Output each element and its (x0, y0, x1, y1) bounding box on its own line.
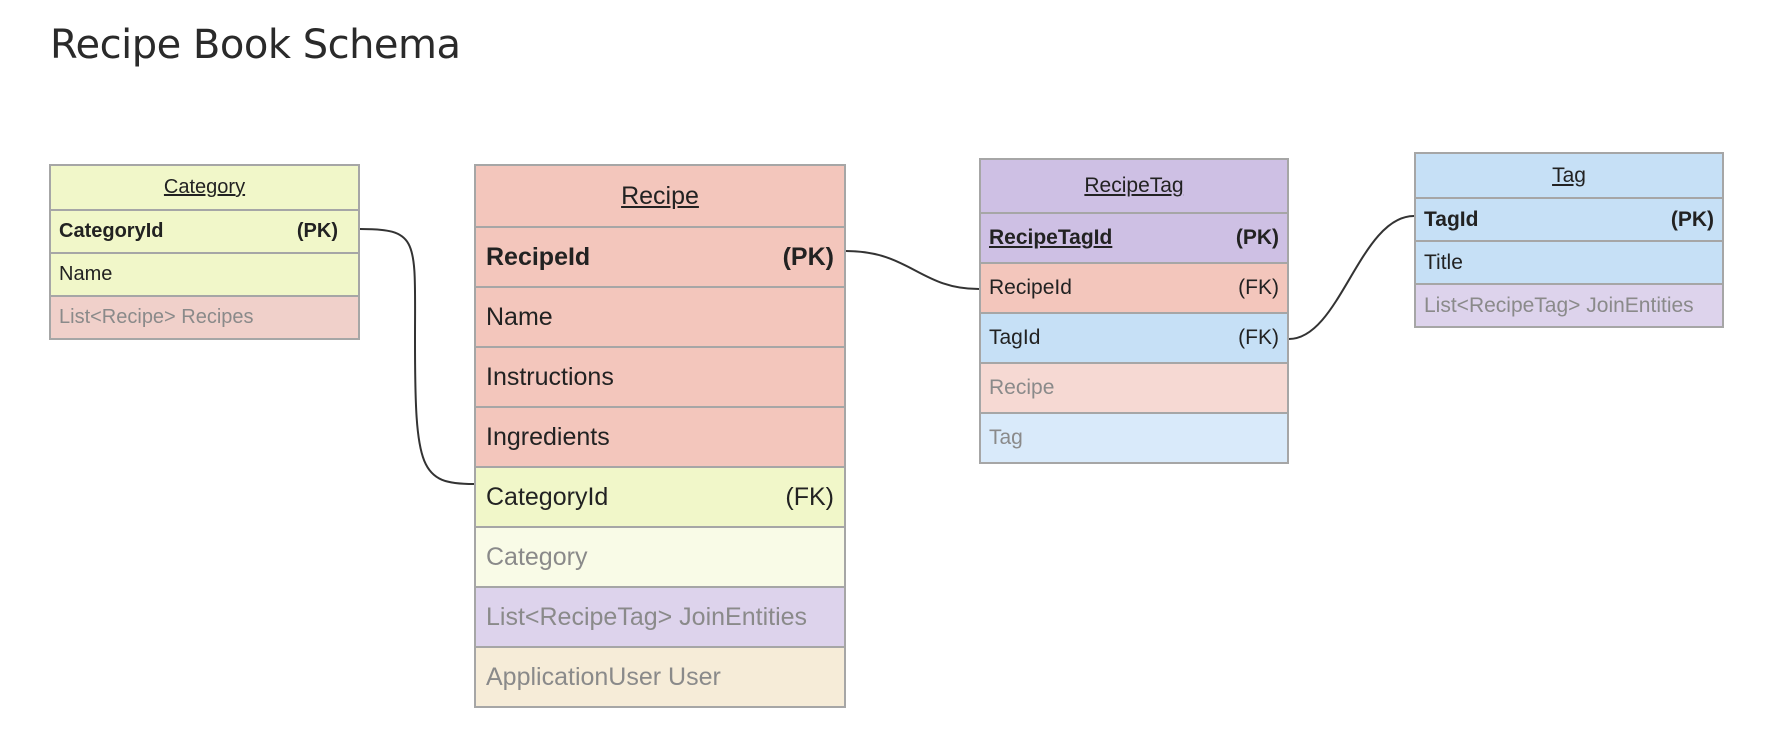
field-name: RecipeId (486, 242, 591, 271)
field-row-pk[interactable]: RecipeTagId (PK) (981, 212, 1287, 262)
field-row[interactable]: Name (476, 286, 844, 346)
entity-recipetag[interactable]: RecipeTag RecipeTagId (PK) RecipeId (FK)… (979, 158, 1289, 464)
field-name: Name (59, 263, 113, 285)
field-key: (FK) (785, 482, 834, 511)
entity-header[interactable]: Recipe (476, 166, 844, 226)
entity-header[interactable]: RecipeTag (981, 160, 1287, 212)
field-key: (FK) (1238, 326, 1279, 349)
field-name: CategoryId (59, 220, 164, 242)
field-name: TagId (1424, 207, 1479, 231)
field-row[interactable]: Instructions (476, 346, 844, 406)
field-name: RecipeTagId (989, 226, 1113, 249)
page-title: Recipe Book Schema (50, 22, 461, 68)
entity-name: Tag (1552, 163, 1586, 187)
field-row[interactable]: Title (1416, 240, 1722, 283)
field-row-pk[interactable]: TagId (PK) (1416, 197, 1722, 240)
field-row[interactable]: Ingredients (476, 406, 844, 466)
field-name: ApplicationUser User (486, 662, 721, 691)
field-row-fk[interactable]: CategoryId (FK) (476, 466, 844, 526)
field-row-navigation[interactable]: Category (476, 526, 844, 586)
field-key: (PK) (296, 220, 338, 242)
connector-category-recipe (359, 228, 475, 485)
field-key: (FK) (1238, 276, 1279, 299)
field-name: Title (1424, 250, 1463, 274)
field-name: Tag (989, 426, 1023, 449)
entity-tag[interactable]: Tag TagId (PK) Title List<RecipeTag> Joi… (1414, 152, 1724, 328)
field-name: Recipe (989, 376, 1055, 399)
entity-name: RecipeTag (1084, 174, 1184, 197)
entity-header[interactable]: Tag (1416, 154, 1722, 197)
field-key: (PK) (1235, 226, 1279, 249)
field-name: Category (486, 542, 588, 571)
entity-name: Recipe (621, 181, 699, 210)
entity-recipe[interactable]: Recipe RecipeId (PK) Name Instructions I… (474, 164, 846, 708)
field-key: (PK) (782, 242, 834, 271)
field-row-navigation[interactable]: ApplicationUser User (476, 646, 844, 706)
field-name: TagId (989, 326, 1041, 349)
field-name: Ingredients (486, 422, 610, 451)
field-name: CategoryId (486, 482, 609, 511)
field-name: RecipeId (989, 276, 1072, 299)
connector-recipe-recipetag (845, 250, 980, 290)
field-row-navigation[interactable]: Recipe (981, 362, 1287, 412)
field-row-fk[interactable]: TagId (FK) (981, 312, 1287, 362)
field-row-navigation[interactable]: Tag (981, 412, 1287, 462)
field-key: (PK) (1670, 207, 1714, 231)
field-row-pk[interactable]: RecipeId (PK) (476, 226, 844, 286)
field-row[interactable]: Name (51, 252, 358, 295)
entity-name: Category (163, 176, 246, 198)
entity-header[interactable]: Category (51, 166, 358, 209)
entity-category[interactable]: Category CategoryId (PK) Name List<Recip… (49, 164, 360, 340)
field-name: List<RecipeTag> JoinEntities (486, 602, 808, 631)
field-name: Instructions (486, 362, 614, 391)
field-name: List<Recipe> Recipes (59, 306, 254, 328)
field-row-fk[interactable]: RecipeId (FK) (981, 262, 1287, 312)
connector-tag-recipetag (1288, 215, 1415, 340)
field-row-navigation[interactable]: List<Recipe> Recipes (51, 295, 358, 338)
field-name: List<RecipeTag> JoinEntities (1424, 293, 1694, 317)
field-row-navigation[interactable]: List<RecipeTag> JoinEntities (1416, 283, 1722, 326)
field-row-pk[interactable]: CategoryId (PK) (51, 209, 358, 252)
field-name: Name (486, 302, 553, 331)
field-row-navigation[interactable]: List<RecipeTag> JoinEntities (476, 586, 844, 646)
